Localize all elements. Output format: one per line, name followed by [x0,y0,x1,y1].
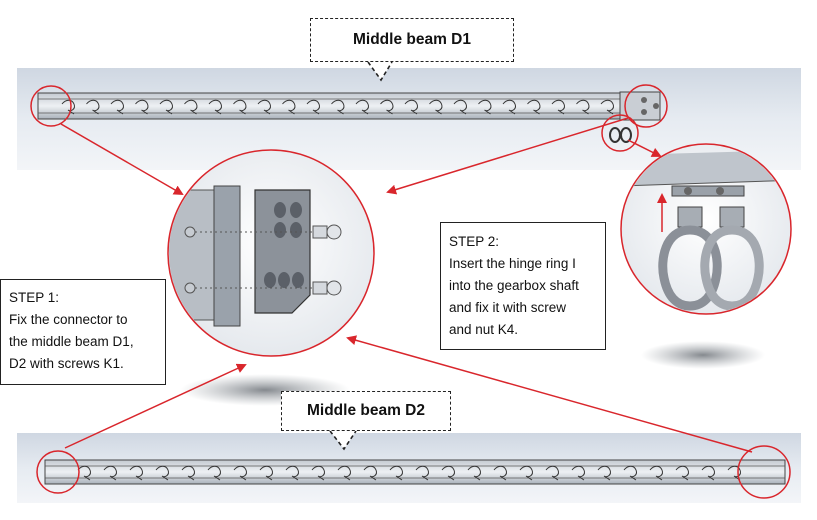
arrow-d1-right-to-connector [386,117,629,195]
step1-line: Fix the connector to [9,312,128,327]
step1-line: D2 with screws K1. [9,356,124,371]
beam-hook [545,465,559,481]
beam-hook [597,465,611,481]
beam-hook [600,99,614,115]
beam-hook [207,465,221,481]
beam-hook [441,465,455,481]
callout-d1-pointer [367,61,393,82]
beam-hook [337,465,351,481]
beam-hook [576,99,590,115]
beam-hook [675,465,689,481]
beam-d2-left-end-highlight [36,450,80,494]
beam-d2-right-end-highlight [737,445,791,499]
beam-hook [502,99,516,115]
beam-d1-left-end-highlight [30,85,72,127]
beam-hook [306,99,320,115]
beam-hook [110,99,124,115]
beam-hook [571,465,585,481]
beam-hook [453,99,467,115]
beam-hook [478,99,492,115]
beam-hook [727,465,741,481]
middle-beam-d2-drawing [44,459,786,485]
beam-hook [493,465,507,481]
step1-line: the middle beam D1, [9,334,134,349]
beam-hook [233,465,247,481]
step2-line: and fix it with screw [449,300,567,315]
arrow-d2-left-to-connector [64,363,247,449]
beam-hook [389,465,403,481]
beam-hook [103,465,117,481]
beam-hook [429,99,443,115]
middle-beam-d1-drawing [37,91,661,143]
beam-hook [233,99,247,115]
callout-middle-beam-d1: Middle beam D1 [310,18,514,62]
step2-line: and nut K4. [449,322,519,337]
arrow-d1-left-to-connector [60,123,184,196]
beam-hook [551,99,565,115]
beam-hook [649,465,663,481]
beam-hook [77,465,91,481]
beam-hook [208,99,222,115]
beam-hook [380,99,394,115]
step1-box: STEP 1: Fix the connector to the middle … [0,279,166,385]
hinge-ring-small-highlight [601,114,639,152]
beam-hook [285,465,299,481]
beam-hook [519,465,533,481]
arrow-hinge-to-detail [627,139,662,157]
beam-hook [311,465,325,481]
step2-title: STEP 2: [449,234,500,249]
beam-hook [701,465,715,481]
beam-hook [623,465,637,481]
beam-hook [282,99,296,115]
step2-box: STEP 2: Insert the hinge ring I into the… [440,222,606,350]
beam-hook [467,465,481,481]
beam-hook [155,465,169,481]
beam-hook [257,99,271,115]
arrow-d2-right-to-connector [346,335,753,453]
beam-hook [181,465,195,481]
step1-title: STEP 1: [9,290,60,305]
beam-hook [415,465,429,481]
beam-hook [159,99,173,115]
beam-hook [86,99,100,115]
beam-hook [331,99,345,115]
callout-d2-pointer [329,430,357,451]
beam-hook [184,99,198,115]
step2-line: into the gearbox shaft [449,278,579,293]
hinge-detail-shadow [641,341,765,369]
callout-middle-beam-d2: Middle beam D2 [281,391,451,431]
step2-line: Insert the hinge ring I [449,256,576,271]
beam-d1-right-end-highlight [624,84,668,128]
hinge-ring-detail [620,143,792,315]
beam-hook [527,99,541,115]
beam-hook [259,465,273,481]
beam-hook [363,465,377,481]
beam-hook [404,99,418,115]
beam-hook [355,99,369,115]
connector-detail [167,149,375,357]
beam-hook [135,99,149,115]
beam-hook [129,465,143,481]
